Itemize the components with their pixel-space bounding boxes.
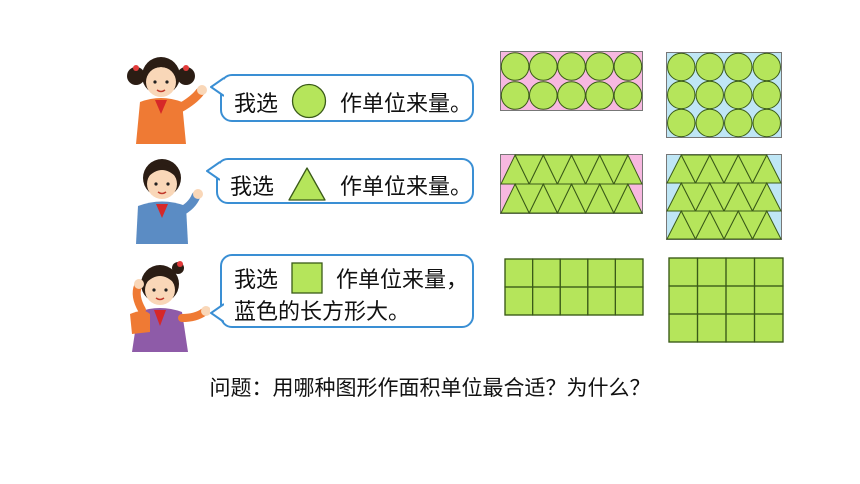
square-unit: [614, 286, 644, 316]
circle-unit: [695, 108, 724, 138]
bubble-tail: [206, 161, 220, 181]
square-unit: [753, 313, 784, 343]
pink-rectangle-squares: [504, 258, 644, 316]
triangle-unit-inverted: [598, 183, 629, 214]
circle-unit: [529, 52, 558, 81]
speech-bubble-square: 我选 作单位来量， 蓝色的长方形大。: [210, 254, 474, 328]
circle-unit: [752, 52, 781, 82]
triangle-unit-inverted: [737, 154, 768, 185]
triangle-unit-inverted: [737, 210, 768, 240]
speech-suffix: 作单位来量。: [340, 175, 473, 200]
circle-unit: [667, 52, 696, 82]
triangle-unit-inverted: [737, 182, 768, 213]
circle-unit: [613, 81, 643, 110]
triangle-unit-inverted: [708, 210, 740, 240]
speech-suffix: 作单位来量。: [340, 92, 473, 117]
speech-bubble-circle: 我选 作单位来量。: [210, 74, 474, 122]
triangle-unit-inverted: [708, 182, 740, 213]
circle-unit: [667, 108, 696, 138]
circle-unit: [752, 80, 781, 110]
circle-unit: [695, 52, 724, 82]
circle-unit: [557, 81, 586, 110]
triangle-unit-inverted: [514, 154, 545, 186]
blue-rectangle-triangles: [666, 154, 782, 240]
blue-rectangle-squares: [668, 257, 784, 343]
circle-unit: [724, 80, 753, 110]
pink-rectangle-circles: [500, 51, 643, 111]
triangle-unit-inverted: [598, 154, 629, 186]
triangle-unit-inverted: [542, 154, 573, 186]
girl-pigtails-illustration: [122, 52, 208, 144]
triangle-unit-inverted: [708, 154, 740, 185]
circle-unit: [585, 52, 614, 81]
circle-unit: [500, 81, 530, 110]
triangle-unit-inverted: [570, 154, 601, 186]
bubble-tail: [210, 303, 224, 323]
circle-unit: [724, 108, 753, 138]
circle-unit: [667, 80, 696, 110]
circle-unit: [613, 52, 643, 81]
triangle-unit-inverted: [570, 183, 601, 214]
speech-suffix: 作单位来量，: [336, 268, 469, 293]
circle-unit: [724, 52, 753, 82]
circle-unit-icon: [291, 83, 327, 119]
question-text: 问题：用哪种图形作面积单位最合适？为什么？: [209, 376, 651, 400]
circle-unit: [557, 52, 586, 81]
speech-prefix: 我选: [234, 92, 279, 117]
speech-line2: 蓝色的长方形大。: [234, 300, 411, 325]
triangle-unit-inverted: [542, 183, 573, 214]
circle-unit: [500, 52, 530, 81]
triangle-unit-inverted: [514, 183, 545, 214]
speech-bubble-triangle: 我选 作单位来量。: [206, 158, 474, 204]
triangle-unit-icon: [288, 167, 326, 201]
speech-prefix: 我选: [230, 175, 275, 200]
boy-illustration: [122, 152, 208, 244]
pink-rectangle-triangles: [500, 154, 643, 214]
triangle-unit-inverted: [680, 182, 711, 213]
triangle-unit-inverted: [680, 210, 711, 240]
triangle-unit-inverted: [680, 154, 711, 185]
circle-unit: [695, 80, 724, 110]
circle-unit: [529, 81, 558, 110]
circle-unit: [752, 108, 781, 138]
speech-prefix: 我选: [234, 268, 279, 293]
blue-rectangle-circles: [666, 52, 782, 138]
circle-unit: [585, 81, 614, 110]
girl-ponytail-illustration: [120, 256, 211, 352]
bubble-tail: [210, 77, 224, 97]
square-unit-icon: [291, 262, 323, 294]
